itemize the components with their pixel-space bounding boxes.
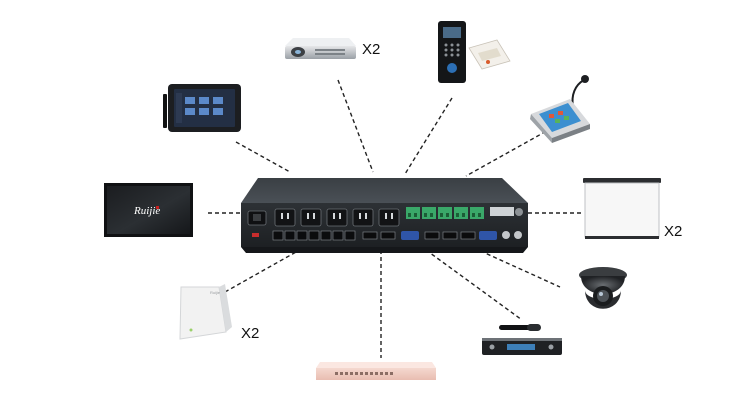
access-point-quantity-label: X2 <box>241 325 259 342</box>
screen-quantity-label: X2 <box>664 223 682 240</box>
link-tablet <box>235 141 291 173</box>
projector-quantity-label: X2 <box>362 41 380 58</box>
link-dome-camera <box>473 247 561 288</box>
link-projector <box>337 79 374 173</box>
access-point-icon: Ruijie <box>179 284 232 340</box>
central-hub-device <box>241 178 528 253</box>
control-tablet-icon <box>163 84 241 132</box>
access-point-brand-text: Ruijie <box>210 290 221 295</box>
dome-camera-icon <box>579 267 627 309</box>
conference-mic-icon <box>530 75 590 143</box>
display-tv-icon: Ruijie <box>104 183 193 237</box>
tv-brand-text: Ruijie <box>133 205 160 217</box>
projector-icon <box>285 38 356 59</box>
access-control-icon <box>438 21 511 83</box>
connection-lines <box>208 79 582 358</box>
network-switch-icon <box>316 362 436 380</box>
projection-screen-icon <box>583 178 661 239</box>
link-access-control <box>404 97 453 175</box>
link-conference-mic <box>465 127 553 177</box>
link-access-point <box>224 251 297 293</box>
mic-receiver-icon <box>482 324 562 355</box>
link-receiver <box>425 249 523 321</box>
